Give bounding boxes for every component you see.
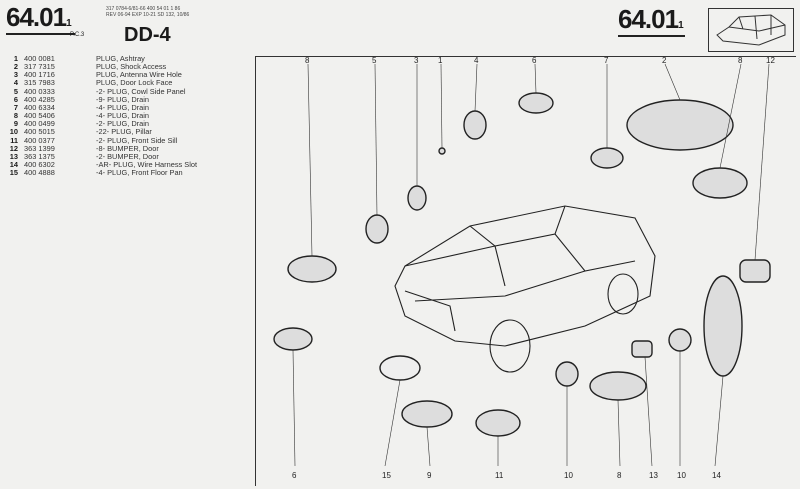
item-number: 10	[9, 127, 18, 137]
callout-number: 11	[495, 471, 504, 480]
item-number: 13	[9, 151, 18, 161]
item-number: 2	[13, 62, 18, 72]
callout-number: 8	[617, 471, 622, 480]
callout-number: 1	[438, 56, 443, 65]
callout-number: 7	[604, 56, 609, 65]
parts-list-row: 9 400 0499 -2- PLUG, Drain	[4, 120, 197, 128]
item-number: 14	[9, 160, 18, 170]
part-number: 400 1716	[24, 70, 55, 80]
part-number: 400 0377	[24, 135, 55, 145]
callout-number: 5	[372, 56, 377, 65]
page-number-text: 64.01	[618, 4, 679, 34]
callout-number: 3	[414, 56, 419, 65]
callout-number: 4	[474, 56, 479, 65]
part-description: PLUG, Shock Access	[96, 62, 167, 72]
callout-number: 15	[382, 471, 391, 480]
part-description: -4- PLUG, Drain	[96, 102, 149, 112]
item-number: 5	[13, 86, 18, 96]
part-description: -4- PLUG, Drain	[96, 111, 149, 121]
parts-list-row: 7 400 6334 -4- PLUG, Drain	[4, 102, 197, 112]
callout-number: 12	[766, 56, 775, 65]
item-number: 12	[9, 143, 18, 153]
part-description: -2- PLUG, Cowl Side Panel	[96, 86, 186, 96]
item-number: 8	[13, 111, 18, 121]
part-number: 400 0499	[24, 119, 55, 129]
part-description: PLUG, Ashtray	[96, 54, 145, 63]
callout-number: 6	[292, 471, 297, 480]
item-number: 1	[13, 54, 18, 63]
parts-list-row: 5 400 0333 -2- PLUG, Cowl Side Panel	[4, 86, 197, 96]
parts-list-row: 2 317 7315 PLUG, Shock Access	[4, 63, 197, 71]
part-number: 400 0333	[24, 86, 55, 96]
parts-list-row: 3 400 1716 PLUG, Antenna Wire Hole	[4, 71, 197, 79]
part-number: 400 6334	[24, 102, 55, 112]
part-number: 400 5406	[24, 111, 55, 121]
page-number-left: 64.011	[6, 2, 75, 35]
callout-number: 8	[738, 56, 743, 65]
part-description: -AR- PLUG, Wire Harness Slot	[96, 160, 198, 170]
part-description: -4- PLUG, Front Floor Pan	[96, 168, 183, 178]
callout-number: 14	[712, 471, 721, 480]
parts-list-row: 1 400 0081 PLUG, Ashtray	[4, 54, 197, 63]
part-number: 400 0081	[24, 54, 55, 63]
part-number: 400 5015	[24, 127, 55, 137]
exploded-diagram	[273, 63, 771, 467]
callout-number: 8	[305, 56, 310, 65]
parts-list-row: 15 400 4888 -4- PLUG, Front Floor Pan	[4, 169, 197, 177]
diagram-frame	[255, 56, 796, 486]
part-description: -22- PLUG, Pillar	[96, 127, 152, 137]
part-shapes	[273, 92, 771, 437]
item-number: 15	[9, 168, 18, 178]
parts-list-row: 6 400 4285 -9- PLUG, Drain	[4, 94, 197, 104]
item-number: 3	[13, 70, 18, 80]
page-number-sub: 1	[678, 20, 683, 31]
item-number: 6	[13, 94, 18, 104]
parts-list-row: 14 400 6302 -AR- PLUG, Wire Harness Slot	[4, 160, 198, 170]
parts-list-row: 8 400 5406 -4- PLUG, Drain	[4, 111, 197, 121]
callout-number: 10	[564, 471, 573, 480]
part-description: PLUG, Antenna Wire Hole	[96, 70, 182, 80]
parts-list-row: 10 400 5015 -22- PLUG, Pillar	[4, 128, 197, 136]
ref-line-1: 317 0784-6/81-66 400 54 01 1 86	[106, 6, 181, 12]
callout-number: 6	[532, 56, 537, 65]
part-number: 317 7315	[24, 62, 55, 72]
item-number: 11	[10, 135, 18, 145]
leader-lines	[292, 63, 770, 467]
car-body-icon	[716, 14, 786, 46]
page-number-text: 64.01	[6, 2, 67, 32]
callout-number: 13	[649, 471, 658, 480]
pc-label: P.C.3	[70, 32, 85, 38]
item-number: 7	[13, 102, 18, 112]
parts-list-row: 4 315 7983 PLUG, Door Lock Face	[4, 79, 197, 87]
part-number: 400 4888	[24, 168, 55, 178]
part-number: 363 1399	[24, 143, 55, 153]
parts-list-row: 12 363 1399 -8- BUMPER, Door	[4, 143, 197, 153]
part-description: -2- PLUG, Front Side Sill	[96, 135, 178, 145]
parts-list-row: 11 400 0377 -2- PLUG, Front Side Sill	[4, 135, 197, 145]
page-number-sub: 1	[66, 18, 71, 29]
vehicle-thumbnail	[708, 8, 794, 52]
part-description: -8- BUMPER, Door	[96, 143, 159, 153]
callout-number: 9	[427, 471, 432, 480]
page-number-right: 64.011	[618, 4, 685, 37]
callout-number: 2	[662, 56, 667, 65]
parts-list: 1 400 0081 PLUG, Ashtray 2 317 7315 PLUG, Sho…	[4, 54, 198, 177]
item-number: 9	[13, 119, 18, 129]
part-description: -9- PLUG, Drain	[96, 94, 149, 104]
part-number: 400 6302	[24, 160, 55, 170]
part-number: 315 7983	[24, 78, 55, 88]
model-code: DD-4	[124, 24, 171, 46]
part-description: PLUG, Door Lock Face	[96, 78, 173, 88]
part-number: 400 4285	[24, 94, 55, 104]
car-illustration	[394, 205, 656, 373]
part-description: -2- PLUG, Drain	[96, 119, 149, 129]
item-number: 4	[13, 78, 18, 88]
part-number: 363 1375	[24, 151, 55, 161]
ref-line-2: REV 06-94 EXP 10-21 SD 132, 10/86	[106, 12, 190, 18]
part-description: -2- BUMPER, Door	[96, 151, 159, 161]
parts-list-row: 13 363 1375 -2- BUMPER, Door	[4, 151, 197, 161]
callout-number: 10	[677, 471, 686, 480]
